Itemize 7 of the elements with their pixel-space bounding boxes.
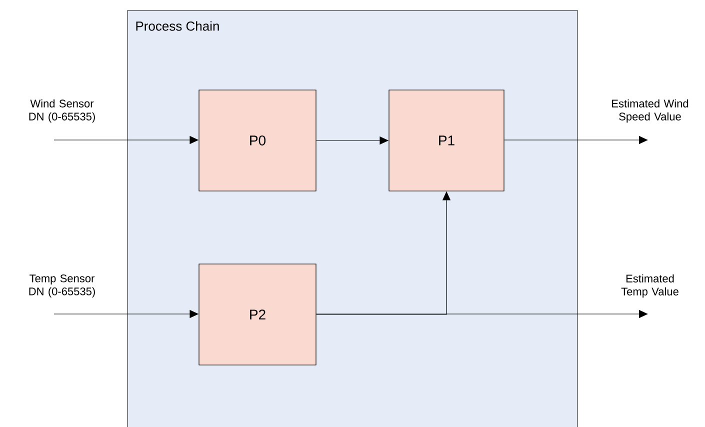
edge-label: Estimated Wind Speed Value xyxy=(612,99,688,123)
edge-label: Temp Sensor DN (0-65535) xyxy=(29,274,95,298)
process-box: P1 xyxy=(388,90,504,192)
edge-label: Estimated Temp Value xyxy=(621,274,678,298)
process-box: P2 xyxy=(198,264,316,366)
process-box: P0 xyxy=(198,90,316,192)
edge-label: Wind Sensor DN (0-65535) xyxy=(29,99,95,123)
